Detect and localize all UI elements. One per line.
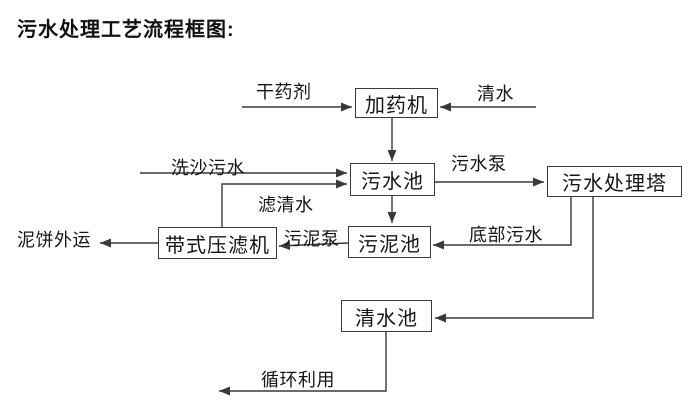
node-dosing-machine: 加药机 bbox=[355, 88, 438, 118]
label-sewage-pump: 污水泵 bbox=[451, 154, 507, 174]
diagram-title: 污水处理工艺流程框图: bbox=[17, 19, 235, 41]
node-sewage-pool: 污水池 bbox=[350, 163, 435, 196]
label-bottom-sewage: 底部污水 bbox=[469, 225, 543, 245]
label-recycle-use: 循环利用 bbox=[261, 370, 335, 390]
label-mud-cake-outbound: 泥饼外运 bbox=[17, 230, 91, 250]
edge-sludge-pump-sludge-pool-to-filter-press bbox=[278, 241, 349, 251]
edge-filtered-water-filter-press-to-sewage-pool bbox=[221, 179, 347, 227]
node-sewage-treatment-tower: 污水处理塔 bbox=[547, 166, 682, 197]
node-sludge-pool: 污泥池 bbox=[348, 226, 431, 258]
node-belt-filter-press: 带式压滤机 bbox=[158, 227, 277, 259]
edge-tower-to-clean-water-pool bbox=[435, 197, 594, 323]
label-clean-water: 清水 bbox=[477, 84, 514, 104]
label-sludge-pump: 污泥泵 bbox=[284, 229, 340, 249]
edge-bottom-sewage-tower-to-sludge-pool bbox=[433, 197, 572, 250]
label-filtered-water: 滤清水 bbox=[258, 195, 314, 215]
edge-clean-water-pool-to-recycle bbox=[219, 332, 387, 396]
label-dry-agent: 干药剂 bbox=[256, 82, 312, 102]
node-clean-water-pool: 清水池 bbox=[341, 300, 432, 332]
label-sand-washing-sewage: 洗沙污水 bbox=[171, 158, 245, 178]
